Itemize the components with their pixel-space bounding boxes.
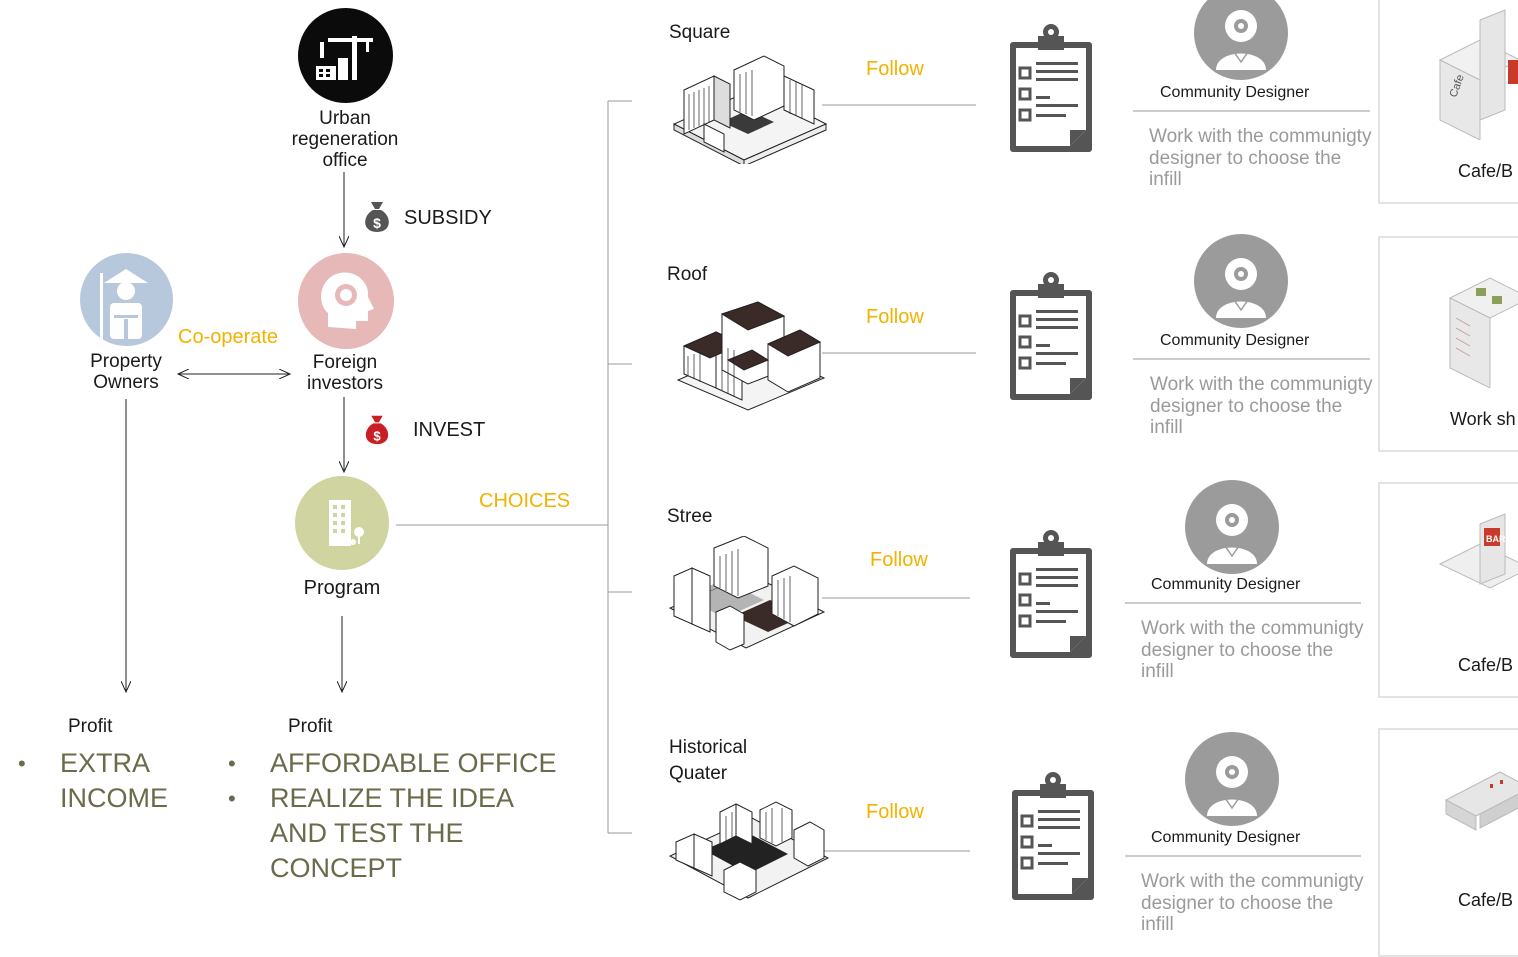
workshop-illustration [1448, 277, 1518, 389]
program-card: Cafe/B [1378, 728, 1518, 957]
cafe-bar-illustration: Cafe [1438, 9, 1518, 141]
follow-label: Follow [866, 58, 924, 80]
row-title-street: Stree [667, 506, 713, 527]
follow-label: Follow [866, 801, 924, 823]
designer-avatar [1185, 480, 1279, 574]
isometric-block-historical [668, 801, 830, 901]
invest-label: INVEST [413, 419, 486, 441]
designer-description: Work with the communigty designer to cho… [1150, 374, 1373, 438]
designer-avatar-icon [1207, 756, 1257, 816]
svg-text:BAR: BAR [1486, 534, 1506, 544]
building-icon [329, 500, 364, 546]
designer-name: Community Designer [1151, 829, 1301, 846]
designer-description: Work with the communigty designer to cho… [1141, 871, 1364, 935]
designer-avatar-icon [1216, 10, 1266, 70]
construction-icon [316, 36, 373, 80]
follow-label: Follow [866, 306, 924, 328]
head-gear-icon [321, 272, 374, 329]
row-title-square: Square [669, 22, 731, 43]
row-title-roof: Roof [667, 264, 708, 285]
card-label: Cafe/B [1458, 890, 1514, 910]
farmer-icon [100, 269, 148, 341]
office-node [298, 8, 393, 103]
list-item: REALIZE THE IDEA AND TEST THE CONCEPT [228, 781, 560, 886]
profit-right-list: AFFORDABLE OFFICE REALIZE THE IDEA AND T… [228, 746, 560, 886]
subsidy-label: SUBSIDY [404, 207, 492, 229]
designer-description: Work with the communigty designer to cho… [1149, 126, 1372, 190]
money-bag-icon: $ [365, 415, 389, 445]
isometric-block-square [672, 55, 828, 164]
owners-label: Property Owners [90, 351, 162, 393]
designer-avatar [1185, 732, 1279, 826]
list-item: AFFORDABLE OFFICE [228, 746, 560, 781]
program-node [295, 476, 389, 570]
cooperate-label: Co-operate [178, 326, 279, 348]
profit-left-list: EXTRA INCOME [18, 746, 200, 816]
choices-label: CHOICES [479, 490, 571, 512]
card-label: Work sh [1450, 409, 1516, 429]
card-label: Cafe/B [1458, 655, 1514, 675]
program-card: Cafe Cafe/B [1378, 0, 1518, 204]
designer-name: Community Designer [1160, 332, 1310, 349]
designer-description: Work with the communigty designer to cho… [1141, 618, 1364, 682]
cafe-bar-illustration: BAR [1438, 513, 1518, 589]
isometric-block-roof [676, 301, 826, 411]
designer-avatar-icon [1207, 504, 1257, 564]
svg-text:$: $ [373, 215, 381, 231]
money-bag-icon: $ [365, 202, 389, 232]
row-title-historical: Historical Quater [669, 737, 748, 784]
program-label: Program [303, 577, 381, 599]
list-item: EXTRA INCOME [18, 746, 200, 816]
follow-label: Follow [870, 549, 928, 571]
clipboard-icon [1010, 530, 1092, 658]
clipboard-icon [1010, 24, 1092, 152]
cafe-bar-illustration [1444, 771, 1518, 831]
office-label: Urban regeneration office [291, 108, 399, 171]
program-card: BAR Cafe/B [1378, 482, 1518, 698]
designer-name: Community Designer [1160, 84, 1310, 101]
profit-left-label: Profit [68, 716, 113, 737]
investors-node [298, 253, 394, 349]
clipboard-icon [1010, 272, 1092, 400]
designer-avatar [1194, 0, 1288, 80]
owners-node [80, 253, 173, 346]
svg-text:$: $ [373, 428, 381, 443]
card-label: Cafe/B [1458, 161, 1514, 181]
designer-name: Community Designer [1151, 576, 1301, 593]
designer-avatar-icon [1216, 258, 1266, 318]
investors-label: Foreign investors [306, 352, 384, 394]
designer-avatar [1194, 234, 1288, 328]
program-card: Work sh [1378, 236, 1518, 452]
profit-right-label: Profit [288, 716, 333, 737]
isometric-block-street [668, 536, 826, 651]
clipboard-icon [1012, 772, 1094, 900]
